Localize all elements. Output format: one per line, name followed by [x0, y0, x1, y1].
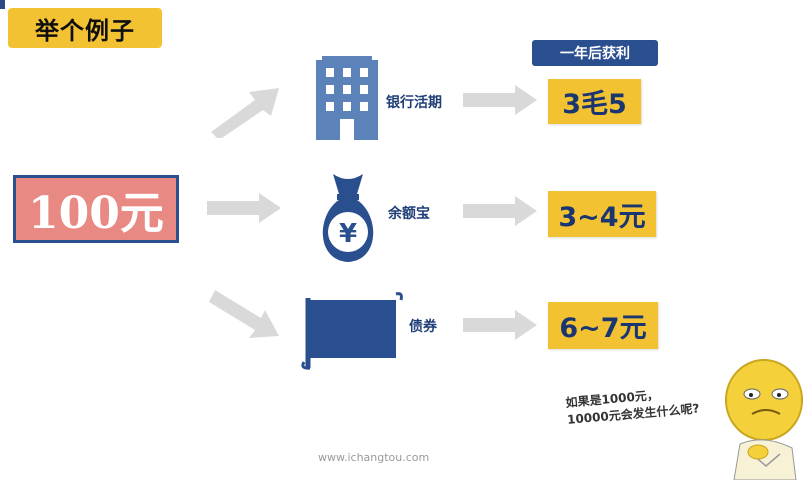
corner-mark [0, 0, 5, 9]
result-header: 一年后获利 [532, 40, 658, 66]
thinking-emoji-icon [725, 359, 803, 480]
question-text: 如果是1000元， 10000元会发生什么呢? [565, 380, 737, 429]
arrow-down-right-icon [209, 290, 279, 338]
money-bag-icon: ¥ [322, 174, 374, 262]
svg-text:¥: ¥ [339, 219, 357, 249]
result-bond: 6~7元 [548, 302, 658, 349]
arrow-up-right-icon [211, 88, 279, 138]
arrow-right-icon [463, 310, 537, 340]
amount-box: 100元 [13, 175, 179, 243]
result-bank: 3毛5 [548, 79, 641, 124]
bank-building-icon [316, 56, 378, 140]
arrow-right-icon [463, 196, 537, 226]
arrow-right-icon [463, 85, 537, 115]
option-label-bank: 银行活期 [386, 95, 442, 111]
option-label-yuebao: 余额宝 [388, 206, 430, 222]
result-yuebao: 3~4元 [548, 191, 656, 237]
page-title: 举个例子 [8, 8, 162, 48]
option-label-bond: 债券 [409, 319, 437, 335]
website-url: www.ichangtou.com [318, 451, 430, 464]
bond-scroll-icon [301, 292, 403, 370]
arrow-right-icon [207, 193, 281, 223]
